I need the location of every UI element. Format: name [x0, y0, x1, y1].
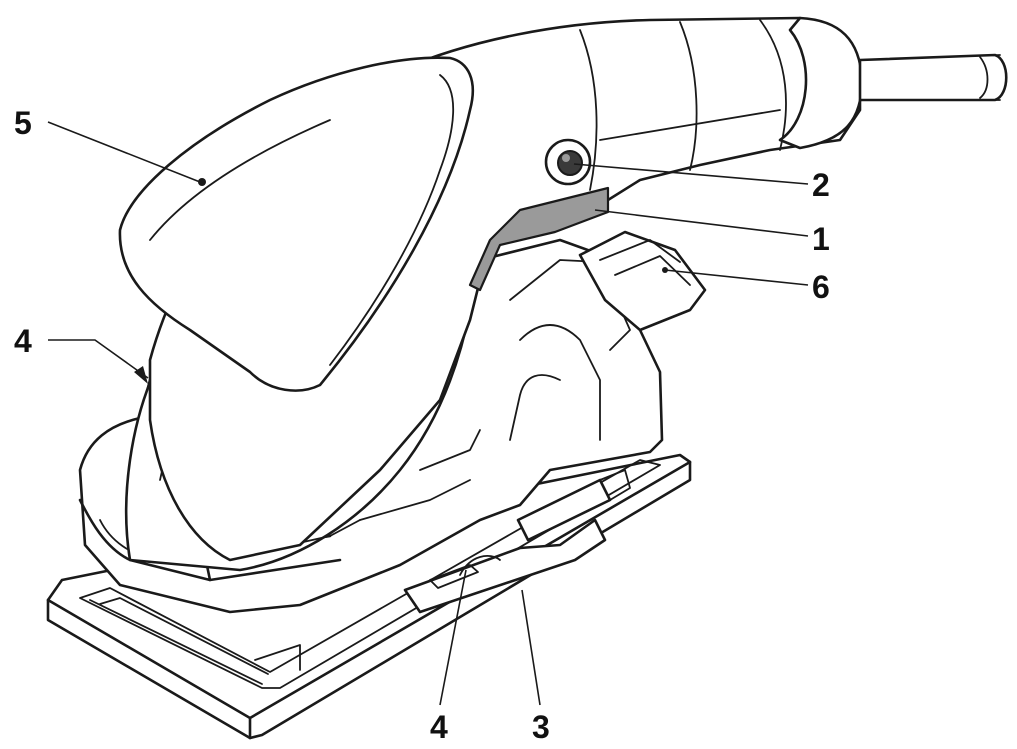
leader-2: [573, 163, 809, 185]
clamp-lever: [403, 469, 631, 614]
callout-1: 1: [812, 221, 830, 257]
callout-5: 5: [14, 105, 32, 141]
callout-4-left: 4: [14, 323, 32, 359]
leader-5: [47, 121, 201, 183]
on-off-switch: [468, 186, 610, 292]
leader-1: [594, 209, 809, 237]
leader-4-left: [48, 339, 149, 379]
callout-6: 6: [812, 269, 830, 305]
callout-labels: 5 2 1 6 4 4 3: [14, 105, 830, 745]
leader-4-bottom: [439, 569, 467, 706]
leader-3: [521, 589, 541, 706]
dust-outlet: [578, 230, 707, 332]
callout-3: 3: [532, 709, 550, 745]
leader-lines: [47, 121, 809, 706]
dust-knob: [544, 138, 592, 186]
callout-2: 2: [812, 167, 830, 203]
callout-4-bottom: 4: [430, 709, 448, 745]
palm-cover: [118, 56, 475, 392]
leader-6: [664, 269, 809, 286]
